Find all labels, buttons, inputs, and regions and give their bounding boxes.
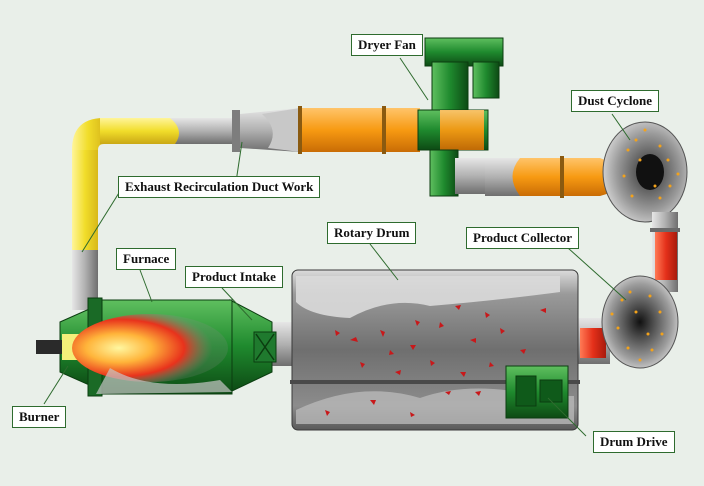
label-drum-drive: Drum Drive: [593, 431, 675, 453]
furnace: [36, 297, 277, 397]
label-exhaust-recirculation-duct-work: Exhaust Recirculation Duct Work: [118, 176, 321, 198]
dust-cyclone: [602, 121, 688, 223]
label-product-intake: Product Intake: [185, 266, 283, 288]
cyclone-duct: [485, 156, 620, 198]
label-burner: Burner: [12, 406, 67, 428]
rotary-drum: [270, 269, 580, 431]
return-duct: [650, 212, 680, 292]
drum-drive: [505, 365, 569, 419]
label-product-collector: Product Collector: [466, 227, 580, 249]
leader-lines: [43, 57, 631, 437]
label-furnace: Furnace: [116, 248, 177, 270]
product-collector: [578, 275, 679, 369]
label-dust-cyclone: Dust Cyclone: [571, 90, 660, 112]
exhaust-duct: [72, 106, 420, 310]
label-dryer-fan: Dryer Fan: [351, 34, 423, 56]
label-rotary-drum: Rotary Drum: [327, 222, 417, 244]
dryer-fan: [417, 37, 504, 197]
